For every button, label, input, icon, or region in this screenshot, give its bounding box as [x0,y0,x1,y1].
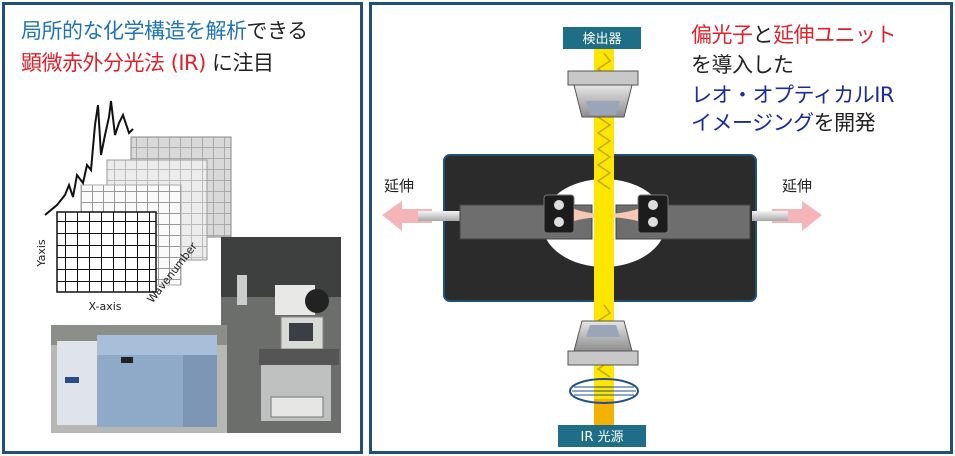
screw-icon [554,200,564,210]
ir-spectrum-curve [44,100,134,216]
stretch-label-right: 延伸 [782,177,812,195]
lower-objective-lens [586,325,620,337]
right-headline-line3: レオ・オプティカルIR [691,83,895,107]
headline-polarizer: 偏光子 [691,23,753,47]
x-axis-label: X-axis [89,300,122,313]
screw-icon [648,200,658,210]
upper-objective-lens [586,101,620,115]
ftir-microscope-photo [51,237,341,433]
polarizer [569,378,639,404]
y-axis-label: Yaxis [35,239,48,268]
ir-source-label: IR 光源 [581,430,624,445]
lower-lens-mount [567,350,639,366]
headline-black-text-2: に注目 [205,51,274,75]
left-headline-line2: 顕微赤外分光法 (IR) に注目 [21,48,274,79]
left-rod [418,211,460,221]
right-headline-line2: を導入した [691,53,794,77]
headline-develop: を開発 [813,111,876,135]
detector-label: 検出器 [582,32,621,47]
detector-label-box [563,27,641,49]
headline-blue-text: 局所的な化学構造を解析 [21,19,247,43]
left-headline-line1: 局所的な化学構造を解析できる [21,16,308,47]
stretch-label-left: 延伸 [384,177,414,195]
left-panel: 局所的な化学構造を解析できる 顕微赤外分光法 (IR) に注目 Ya [2,2,363,454]
source-label-box [558,425,646,447]
stretch-arrow-right [772,201,822,231]
rheo-optical-ir-schematic: 検出器 IR 光源 延伸 延伸 [382,27,822,447]
headline-stretch-unit: 延伸ユニット [773,23,897,47]
right-headline-line1: 偏光子と延伸ユニット [691,20,897,51]
headline-and: と [752,23,774,47]
right-panel: 検出器 IR 光源 延伸 延伸 偏光子と延伸ユニット を導入した レオ・オプティ… [369,2,953,454]
stretch-arrow-left [382,201,432,231]
headline-imaging: イメージング [691,111,814,135]
headline-black-text: できる [246,19,309,43]
screw-icon [554,217,564,227]
hyperspectral-cube-diagram: Yaxis X-axis Wavenumber [35,100,232,313]
right-headline-line4: イメージングを開発 [691,108,876,139]
right-rod [752,211,788,221]
screw-icon [648,217,658,227]
headline-red-text: 顕微赤外分光法 (IR) [21,51,206,75]
ir-beam [594,49,614,405]
upper-lens-mount [567,70,639,86]
spatial-grid-front [56,211,157,293]
